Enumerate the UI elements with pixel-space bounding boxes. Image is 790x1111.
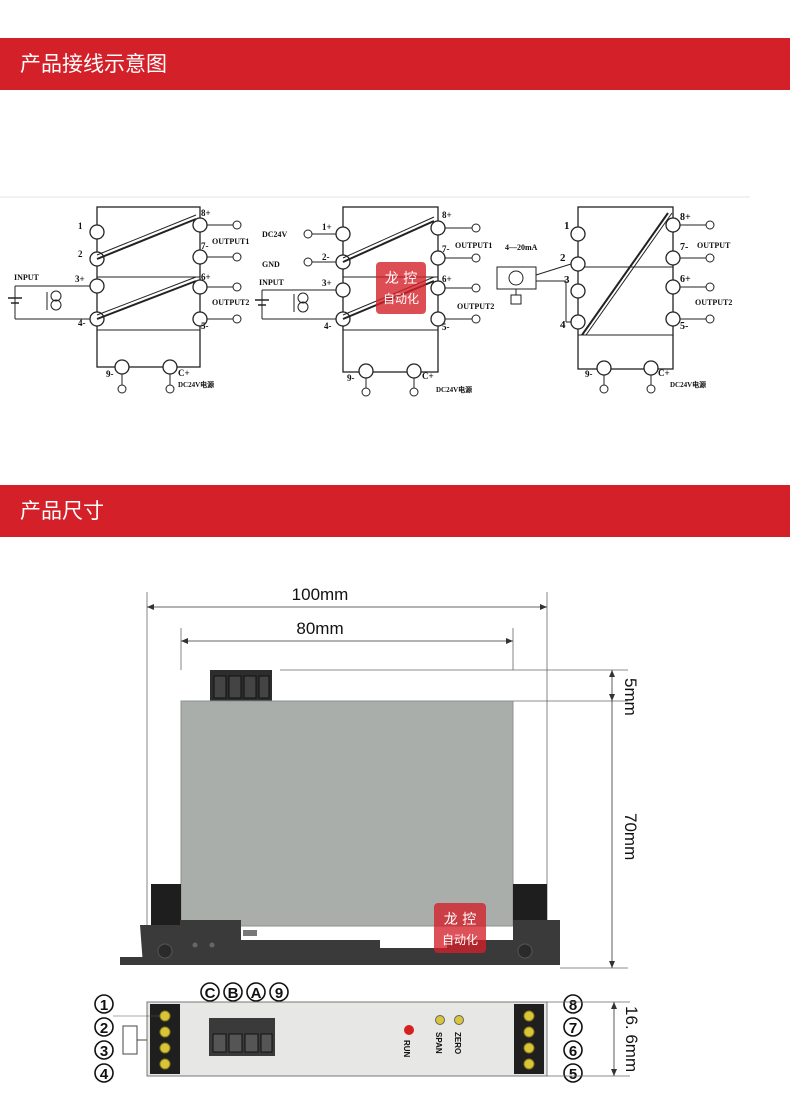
watermark-logo: 龙 控 自动化 [376,262,426,314]
d1-term-8: 8+ [201,208,211,218]
d3-term-c: C+ [658,368,670,378]
d2-dc24v-label: DC24V [262,230,288,239]
left-circled-numbers: 1 2 3 4 [94,994,160,1083]
front-panel [146,1001,548,1077]
zero-label: ZERO [453,1032,462,1054]
d1-term-1: 1 [78,221,83,231]
d2-output2-label: OUTPUT2 [457,302,494,311]
wiring-diagram-2: 1+ 2- 3+ 4- 8+ 7- 6+ 5- DC24V GND INPUT … [255,206,494,397]
term-num-3: 3 [100,1043,108,1060]
d3-term-5: 5- [680,321,688,332]
span-label: SPAN [434,1032,443,1054]
d2-term-9: 9- [347,373,355,383]
d1-term-7: 7- [201,241,209,251]
dim-height-body: 70mm [621,813,640,860]
term-num-4: 4 [100,1066,109,1083]
zero-pot [454,1015,464,1025]
d3-term-4: 4 [560,319,566,331]
d2-term-7: 7- [442,244,450,254]
d1-term-c: C+ [178,368,190,378]
term-num-5: 5 [569,1066,577,1083]
d2-term-2: 2- [322,252,330,262]
label-9: 9 [275,985,283,1002]
watermark-logo-product: 龙 控 自动化 [434,903,486,953]
d2-term-c: C+ [422,371,434,381]
d3-output2-label: OUTPUT2 [695,298,732,307]
d3-term-7: 7- [680,242,688,253]
wiring-diagram: 1 2 3+ 4- 8+ 7- 6+ 5- OUTPUT1 OUTPUT2 IN… [0,196,750,397]
d3-term-3: 3 [564,274,570,286]
d1-term-5: 5- [201,321,209,331]
d3-term-1: 1 [564,220,570,232]
d2-term-4: 4- [324,321,332,331]
label-b: B [228,985,239,1002]
term-num-6: 6 [569,1043,577,1060]
term-num-1: 1 [100,997,108,1014]
dim-width-inner: 80mm [296,619,343,638]
front-connector [209,1018,275,1056]
dim-width-outer: 100mm [292,585,349,604]
svg-text:自动化: 自动化 [442,933,478,947]
d3-power-label: DC24V电源 [670,380,706,389]
svg-text:龙 控: 龙 控 [444,912,476,928]
d3-term-6: 6+ [680,274,691,285]
d3-term-2: 2 [560,252,566,264]
top-terminal-block [210,670,272,704]
section-title-wiring: 产品接线示意图 [20,52,167,76]
label-c: C [205,985,216,1002]
dim-height-top: 5mm [621,678,640,716]
svg-text:龙 控: 龙 控 [385,271,417,287]
run-led [404,1025,414,1035]
section-header-dimensions: 产品尺寸 [0,485,790,537]
top-circled-labels: C B A 9 [200,982,289,1002]
module-body [180,700,514,927]
d1-term-3: 3+ [75,274,85,284]
d2-term-5: 5- [442,322,450,332]
section-title-dimensions: 产品尺寸 [20,499,104,523]
term-num-2: 2 [100,1020,108,1037]
dimension-drawing: 100mm 80mm 5mm 70mm 龙 控 自动化 [94,585,641,1083]
d1-term-9: 9- [106,369,114,379]
d1-output1-label: OUTPUT1 [212,237,249,246]
d2-term-3: 3+ [322,278,332,288]
d2-term-6: 6+ [442,274,452,284]
d2-gnd-label: GND [262,260,280,269]
d1-power-label: DC24V电源 [178,380,214,389]
d3-signal-label: 4—20mA [505,243,538,252]
d2-output1-label: OUTPUT1 [455,241,492,250]
label-a: A [251,985,262,1002]
d3-term-8: 8+ [680,212,691,223]
term-num-7: 7 [569,1020,577,1037]
d1-output2-label: OUTPUT2 [212,298,249,307]
d2-power-label: DC24V电源 [436,385,472,394]
d1-input-label: INPUT [14,273,40,282]
d2-term-8: 8+ [442,210,452,220]
run-label: RUN [402,1040,411,1058]
d1-term-6: 6+ [201,272,211,282]
din-rail-base [120,884,560,965]
d3-output1-label: OUTPUT [697,241,731,250]
term-num-8: 8 [569,997,577,1014]
section-header-wiring: 产品接线示意图 [0,38,790,90]
dim-depth: 16. 6mm [622,1006,641,1072]
d1-term-4: 4- [78,318,86,328]
d3-term-9: 9- [585,369,593,379]
right-circled-numbers: 8 7 6 5 [563,994,583,1083]
span-pot [435,1015,445,1025]
wiring-diagram-3: 1 2 3 4 8+ 7- 6+ 5- 4—20mA OUTPUT OUTPUT… [496,206,732,394]
d1-term-2: 2 [78,249,83,259]
svg-text:自动化: 自动化 [383,292,419,306]
d2-term-1: 1+ [322,222,332,232]
d2-input-label: INPUT [259,278,285,287]
wiring-diagram-1: 1 2 3+ 4- 8+ 7- 6+ 5- OUTPUT1 OUTPUT2 IN… [8,206,249,394]
